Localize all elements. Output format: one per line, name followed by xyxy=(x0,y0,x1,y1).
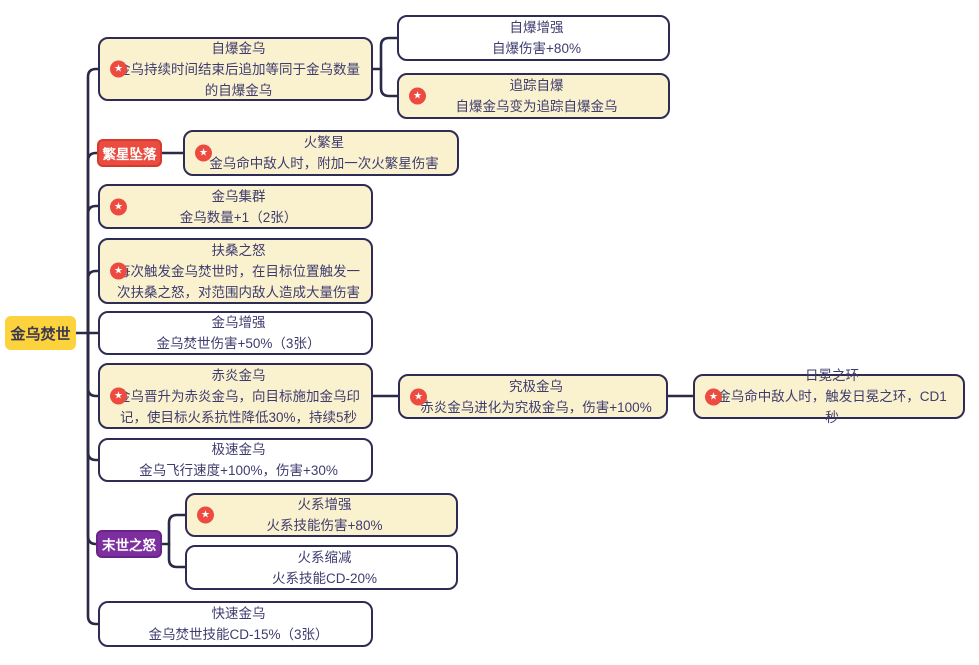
node-ultimate-crow[interactable]: ★ 究极金乌 赤炎金乌进化为究极金乌，伤害+100% xyxy=(398,374,668,419)
node-title: 极速金乌 xyxy=(211,442,266,457)
branch-label-falling-stars[interactable]: 繁星坠落 xyxy=(97,139,162,167)
branch-label-apocalypse-wrath[interactable]: 末世之怒 xyxy=(96,530,162,558)
node-title: 自爆增强 xyxy=(509,20,564,35)
node-fire-star[interactable]: ★ 火繁星 金乌命中敌人时，附加一次火繁星伤害 xyxy=(183,130,459,176)
star-icon: ★ xyxy=(195,144,212,162)
node-desc: 金乌焚世伤害+50%（3张） xyxy=(156,336,321,351)
branch-label-text: 末世之怒 xyxy=(102,538,156,553)
node-tracking-self-destruct[interactable]: ★ 追踪自爆 自爆金乌变为追踪自爆金乌 xyxy=(397,73,670,119)
node-desc: 每次触发金乌焚世时，在目标位置触发一次扶桑之怒，对范围内敌人造成大量伤害 xyxy=(117,263,360,300)
node-desc: 自爆金乌变为追踪自爆金乌 xyxy=(455,99,618,114)
node-title: 追踪自爆 xyxy=(509,78,564,93)
star-icon: ★ xyxy=(110,387,127,405)
node-title: 扶桑之怒 xyxy=(211,242,266,258)
star-icon: ★ xyxy=(410,388,427,405)
star-icon: ★ xyxy=(409,87,426,105)
node-self-destruct-crow[interactable]: ★ 自爆金乌 金乌持续时间结束后追加等同于金乌数量的自爆金乌 xyxy=(98,37,373,101)
node-desc: 火系技能CD-20% xyxy=(271,570,377,586)
node-title: 快速金乌 xyxy=(211,606,266,621)
node-desc: 金乌飞行速度+100%，伤害+30% xyxy=(139,463,338,478)
node-desc: 赤炎金乌进化为究极金乌，伤害+100% xyxy=(420,399,652,415)
node-title: 自爆金乌 xyxy=(211,40,266,56)
node-title: 赤炎金乌 xyxy=(211,367,266,383)
star-icon: ★ xyxy=(197,506,214,524)
node-title: 日冕之环 xyxy=(805,368,859,383)
node-rapid-crow[interactable]: 极速金乌 金乌飞行速度+100%，伤害+30% xyxy=(98,438,373,482)
node-corona-ring[interactable]: ★ 日冕之环 金乌命中敌人时，触发日冕之环，CD1秒 xyxy=(693,368,965,425)
node-desc: 自爆伤害+80% xyxy=(492,41,581,56)
node-title: 金乌集群 xyxy=(211,188,266,204)
root-node-label: 金乌焚世 xyxy=(10,325,71,343)
node-title: 究极金乌 xyxy=(509,378,563,394)
node-crow-swarm[interactable]: ★ 金乌集群 金乌数量+1（2张） xyxy=(98,184,373,229)
node-desc: 金乌数量+1（2张） xyxy=(179,209,298,225)
star-icon: ★ xyxy=(705,388,722,405)
node-desc: 金乌命中敌人时，附加一次火繁星伤害 xyxy=(209,156,439,171)
node-fire-boost[interactable]: ★ 火系增强 火系技能伤害+80% xyxy=(185,493,458,537)
node-desc: 金乌持续时间结束后追加等同于金乌数量的自爆金乌 xyxy=(117,61,360,98)
node-scarlet-flame-crow[interactable]: ★ 赤炎金乌 金乌晋升为赤炎金乌，向目标施加金乌印记，使目标火系抗性降低30%，… xyxy=(98,363,373,429)
node-self-destruct-boost[interactable]: 自爆增强 自爆伤害+80% xyxy=(397,15,670,61)
node-title: 火系缩减 xyxy=(297,549,352,565)
node-desc: 金乌焚世技能CD-15%（3张） xyxy=(148,627,329,642)
star-icon: ★ xyxy=(110,198,127,215)
node-quick-crow[interactable]: 快速金乌 金乌焚世技能CD-15%（3张） xyxy=(98,601,373,647)
branch-label-text: 繁星坠落 xyxy=(102,147,157,162)
node-desc: 火系技能伤害+80% xyxy=(266,518,383,533)
node-fusang-wrath[interactable]: ★ 扶桑之怒 每次触发金乌焚世时，在目标位置触发一次扶桑之怒，对范围内敌人造成大… xyxy=(98,238,373,304)
root-node-golden-crow[interactable]: 金乌焚世 xyxy=(5,316,76,350)
star-icon: ★ xyxy=(110,60,127,78)
node-desc: 金乌命中敌人时，触发日冕之环，CD1秒 xyxy=(717,389,947,425)
node-crow-boost[interactable]: 金乌增强 金乌焚世伤害+50%（3张） xyxy=(98,311,373,355)
node-title: 火繁星 xyxy=(303,135,345,150)
node-fire-cd-reduction[interactable]: 火系缩减 火系技能CD-20% xyxy=(185,545,458,590)
node-desc: 金乌晋升为赤炎金乌，向目标施加金乌印记，使目标火系抗性降低30%，持续5秒 xyxy=(117,388,360,425)
star-icon: ★ xyxy=(110,262,127,280)
node-title: 金乌增强 xyxy=(211,315,266,330)
node-title: 火系增强 xyxy=(297,497,352,512)
